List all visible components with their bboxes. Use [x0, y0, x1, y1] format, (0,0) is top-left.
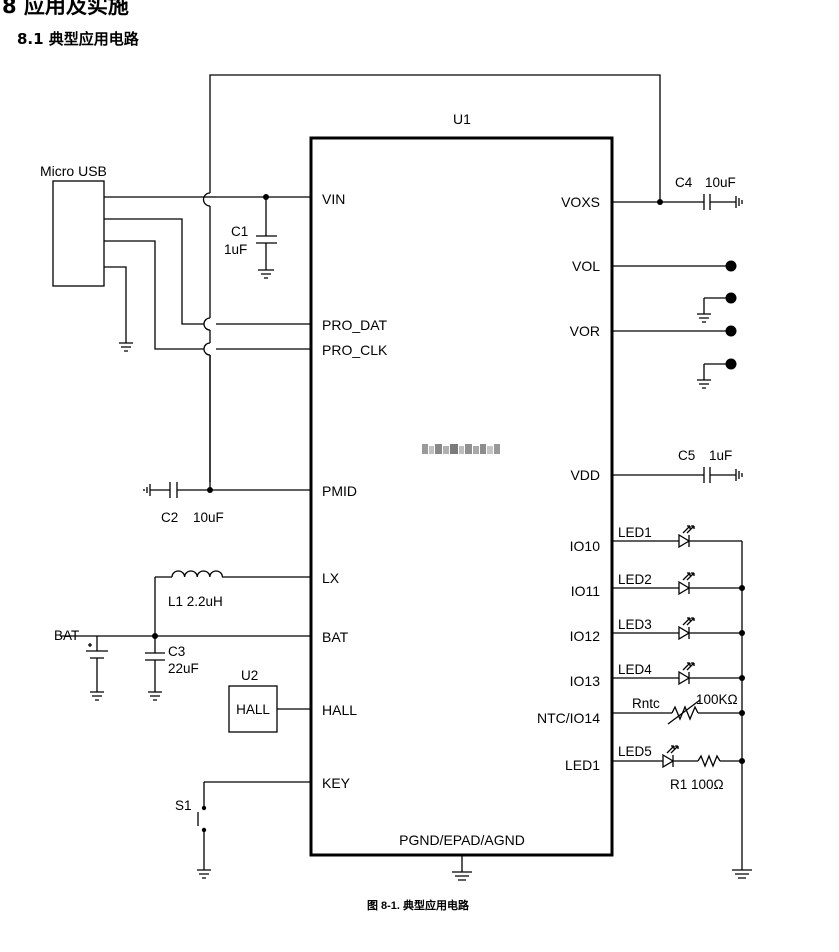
gnd-tap-1 [697, 297, 731, 323]
c3-value-label: 22uF [168, 661, 199, 676]
battery-symbol [86, 636, 108, 701]
pin-vdd: VDD [570, 467, 600, 483]
junction-dot [739, 585, 745, 591]
output-terminal [725, 292, 737, 304]
pin-hall: HALL [322, 702, 357, 718]
junction-dot [739, 630, 745, 636]
chip-gnd-wire [452, 855, 472, 881]
junction-dot [739, 675, 745, 681]
usb-gnd-wire [104, 266, 133, 352]
subsection-title: 8.1 典型应用电路 [17, 30, 139, 48]
led3-label: LED3 [618, 617, 652, 632]
c1-capacitor [256, 197, 277, 279]
s1-label: S1 [175, 798, 192, 813]
c2-value-label: 10uF [193, 510, 224, 525]
figure-caption: 图 8-1. 典型应用电路 [367, 898, 470, 912]
c5-ref-label: C5 [678, 448, 695, 463]
u2-body-label: HALL [236, 702, 270, 717]
junction-dot [207, 487, 213, 493]
pin-pro-clk: PRO_CLK [322, 342, 388, 358]
c2-ref-label: C2 [161, 510, 178, 525]
rntc-value-label: 100KΩ [696, 692, 738, 707]
led2-label: LED2 [618, 572, 652, 587]
key-wire [197, 781, 311, 879]
right-gnd-bus [732, 541, 752, 879]
top-loop-wire-upper [209, 74, 661, 318]
rntc-thermistor [667, 699, 701, 725]
c4-value-label: 10uF [705, 175, 736, 190]
gnd-tap-2 [697, 363, 731, 389]
led1-label: LED1 [618, 525, 652, 540]
c4-ref-label: C4 [675, 175, 693, 190]
pin-ntc-io14: NTC/IO14 [537, 710, 600, 726]
pin-vol: VOL [572, 258, 600, 274]
pin-pmid: PMID [322, 483, 357, 499]
switch-contact [201, 827, 207, 833]
vdd-wire [612, 467, 743, 483]
led-diodes [662, 525, 695, 769]
c5-value-label: 1uF [709, 448, 732, 463]
part-number-blurred [422, 444, 500, 454]
junction-dot [739, 758, 745, 764]
voxs-wire [612, 194, 743, 210]
pin-io11: IO11 [571, 583, 601, 599]
pmid-wire [143, 482, 311, 498]
pin-io12: IO12 [570, 628, 601, 644]
pin-lx: LX [322, 570, 340, 586]
c3-ref-label: C3 [168, 644, 185, 659]
l1-inductor [171, 570, 224, 578]
lx-wire [154, 576, 311, 636]
output-terminal [725, 358, 737, 370]
c3-capacitor [145, 636, 165, 701]
pin-voxs: VOXS [561, 194, 600, 210]
section-title: 8 应用及实施 [2, 0, 129, 18]
junction-dot [739, 710, 745, 716]
micro-usb-connector [52, 180, 105, 287]
junction-dot [263, 194, 269, 200]
switch-contact [201, 805, 207, 811]
pin-io10: IO10 [570, 538, 601, 554]
micro-usb-label: Micro USB [40, 163, 107, 179]
junction-dot [152, 633, 158, 639]
pin-pro-dat: PRO_DAT [322, 317, 388, 333]
output-terminal [725, 260, 737, 272]
pin-gnd: PGND/EPAD/AGND [399, 832, 525, 848]
pin-io13: IO13 [570, 673, 601, 689]
u2-ref-label: U2 [241, 668, 258, 683]
l1-label: L1 2.2uH [168, 594, 223, 609]
pin-vor: VOR [570, 323, 600, 339]
c1-ref-label: C1 [231, 224, 248, 239]
bat-label: BAT [54, 628, 79, 643]
led5-label: LED5 [618, 744, 652, 759]
pin-led1: LED1 [565, 757, 600, 773]
led4-label: LED4 [618, 662, 652, 677]
u1-ref-label: U1 [453, 111, 471, 127]
junction-dot [657, 199, 663, 205]
c1-value-label: 1uF [224, 242, 247, 257]
pro-dat-wire [104, 218, 311, 325]
pin-bat: BAT [322, 629, 349, 645]
r1-resistor [697, 754, 721, 768]
pin-key: KEY [322, 775, 351, 791]
crossing-bumps [202, 192, 211, 482]
r1-label: R1 100Ω [670, 777, 724, 792]
rntc-ref-label: Rntc [632, 696, 660, 711]
pro-clk-wire [104, 240, 311, 350]
pin-vin: VIN [322, 191, 345, 207]
output-terminal [725, 325, 737, 337]
